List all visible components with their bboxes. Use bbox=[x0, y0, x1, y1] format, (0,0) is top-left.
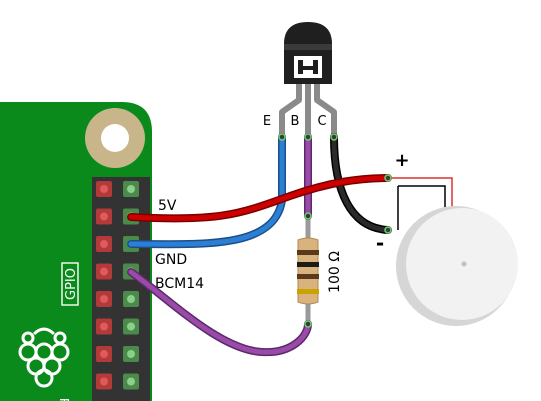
raspberry-pi-logo-icon bbox=[18, 327, 70, 388]
header-pin-contact bbox=[100, 185, 108, 193]
resistor-label: 100 Ω bbox=[327, 251, 343, 293]
transistor-pin-label-c: C bbox=[317, 114, 326, 129]
raspberry-pi-board: GPIO Ra bbox=[0, 102, 152, 401]
board-text: Ra bbox=[57, 398, 71, 401]
header-pin-contact bbox=[100, 212, 108, 221]
pin-label-bcm14: BCM14 bbox=[155, 276, 204, 292]
header-pin-contact bbox=[100, 295, 108, 303]
transistor-pin-label-b: B bbox=[291, 114, 300, 129]
wires bbox=[127, 133, 392, 357]
header-pin-contact bbox=[127, 377, 135, 386]
buzzer-leads bbox=[389, 177, 453, 230]
transistor-lead-e bbox=[279, 82, 302, 135]
header-pin-contact bbox=[127, 350, 135, 358]
gpio-label: GPIO bbox=[64, 268, 79, 300]
buzzer-minus-label: - bbox=[376, 231, 384, 255]
transistor bbox=[279, 22, 337, 135]
resistor bbox=[297, 218, 319, 322]
header-pin-contact bbox=[127, 322, 135, 331]
header-pin-contact bbox=[100, 322, 108, 331]
header-pin-contact bbox=[100, 267, 108, 276]
header-pin-contact bbox=[100, 377, 108, 386]
transistor-lead-c bbox=[314, 82, 337, 135]
header-pin-contact bbox=[127, 185, 135, 193]
header-pin-contact bbox=[127, 295, 135, 303]
pin-label-gnd: GND bbox=[155, 252, 187, 268]
header-pin-contact bbox=[100, 240, 108, 248]
wire-blue-gnd bbox=[127, 133, 286, 249]
piezo-buzzer bbox=[396, 206, 518, 326]
buzzer-plus-label: + bbox=[394, 150, 409, 171]
header-pin-contact bbox=[100, 350, 108, 358]
pin-label-5v: 5V bbox=[158, 198, 177, 214]
transistor-pin-label-e: E bbox=[263, 114, 271, 129]
